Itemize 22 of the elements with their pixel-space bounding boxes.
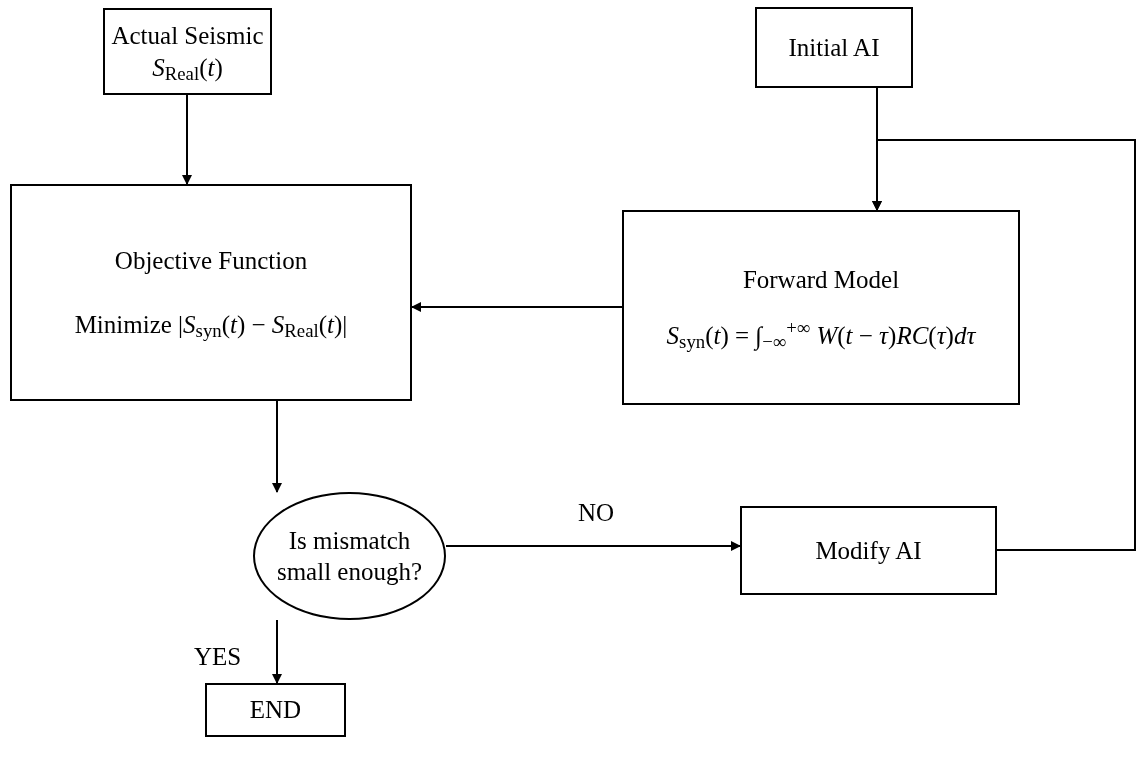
box-title: Is mismatch small enough? bbox=[275, 525, 424, 587]
arrow bbox=[272, 400, 282, 493]
box-title: Initial AI bbox=[788, 32, 880, 63]
formula: S$_{syn}$(t) = ∫$_{−∞}$$^{+∞}$ W(t − τ)RC(τ)dτ bbox=[666, 319, 976, 351]
formula: S$_{Real}$(t) bbox=[152, 52, 223, 83]
process-box bbox=[103, 8, 272, 95]
process-box bbox=[740, 506, 997, 595]
box-title: Actual Seismic bbox=[111, 21, 264, 52]
arrow bbox=[272, 619, 282, 684]
arrow bbox=[445, 541, 741, 551]
box-title: END bbox=[249, 695, 302, 726]
box-title: Forward Model bbox=[742, 265, 900, 296]
arrow bbox=[411, 302, 623, 312]
process-box bbox=[622, 210, 1020, 405]
box-title: Objective Function bbox=[114, 246, 308, 277]
box-title: Modify AI bbox=[815, 535, 922, 566]
process-box bbox=[10, 184, 412, 401]
arrow bbox=[182, 94, 192, 185]
arrow bbox=[872, 139, 1136, 551]
formula: Minimize |S$_{syn}$(t) − S$_{Real}$(t)| bbox=[74, 309, 348, 340]
process-box bbox=[755, 7, 913, 88]
process-box bbox=[205, 683, 346, 737]
